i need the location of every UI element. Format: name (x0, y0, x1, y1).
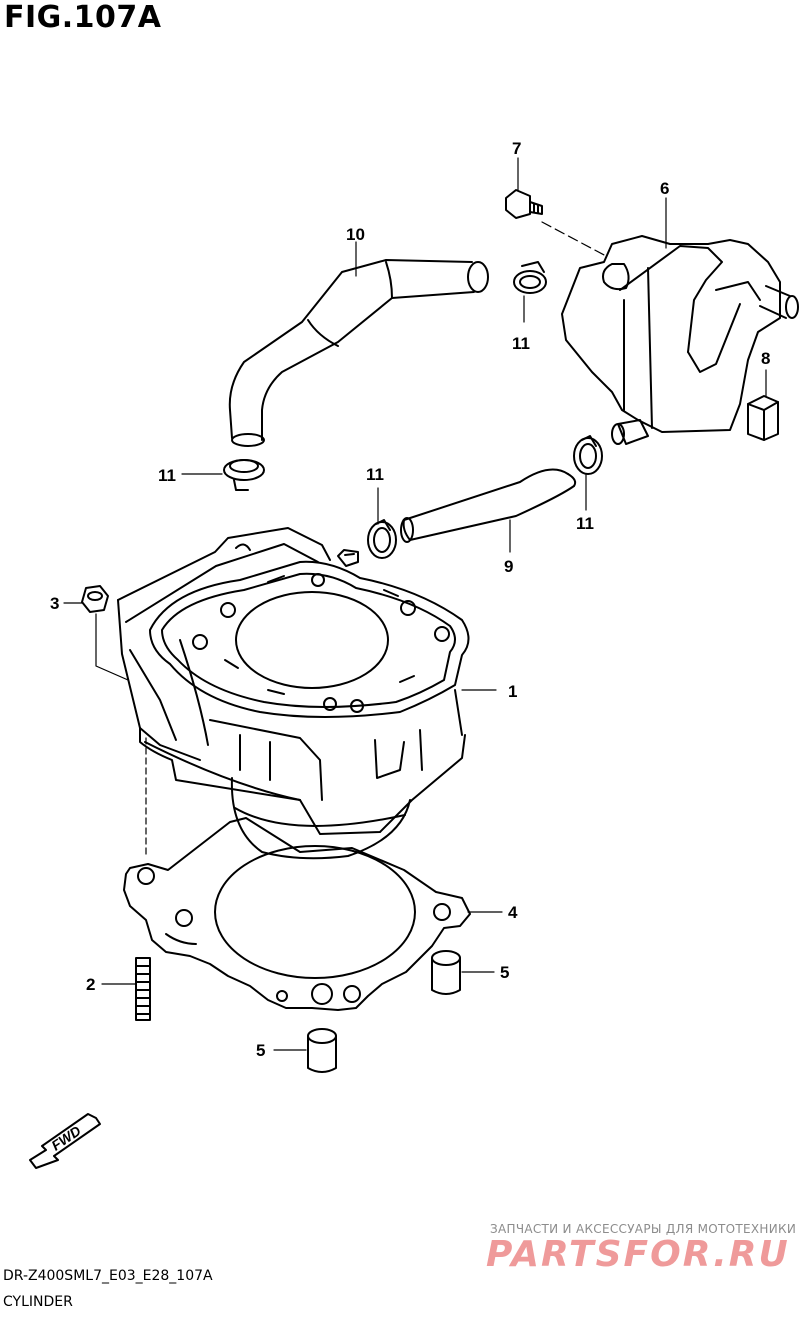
figure-name: CYLINDER (3, 1294, 73, 1310)
water-hose-lower-part (400, 468, 577, 543)
callout-4: 4 (508, 903, 518, 922)
callout-10: 10 (346, 225, 365, 244)
fwd-label: FWD (48, 1122, 83, 1153)
callout-3: 3 (50, 594, 59, 613)
callout-1: 1 (508, 682, 517, 701)
callout-9: 9 (504, 557, 513, 576)
callout-2: 2 (86, 975, 95, 994)
hose-clamp-top-part (513, 261, 547, 294)
callout-7: 7 (512, 139, 521, 158)
callout-11-right: 11 (576, 514, 594, 533)
thermostat-case-part (561, 235, 799, 445)
watermark-tagline: ЗАПЧАСТИ И АКСЕССУАРЫ ДЛЯ МОТОТЕХНИКИ (490, 1222, 797, 1236)
callout-11-left: 11 (158, 466, 176, 485)
stud-bolt-part (135, 957, 151, 1021)
flange-nut-part (81, 585, 109, 613)
callout-11-mid: 11 (366, 465, 384, 484)
figure-title: FIG.107A (4, 0, 162, 35)
hose-clamp-mid-part (367, 519, 397, 559)
dowel-pin-lower-part (307, 1028, 337, 1073)
fwd-arrow-icon (29, 1113, 101, 1169)
callout-8: 8 (761, 349, 770, 368)
figure-code: DR-Z400SML7_E03_E28_107A (3, 1268, 213, 1284)
leader-7-dashed (541, 221, 607, 257)
callout-5-lower: 5 (256, 1041, 265, 1060)
watermark-logo: PARTSFOR.RU (486, 1234, 790, 1275)
base-gasket-part (123, 817, 471, 1011)
dowel-pin-upper-part (431, 950, 461, 995)
callout-6: 6 (660, 179, 669, 198)
rubber-pad-part (747, 395, 779, 441)
flange-bolt-part (505, 189, 543, 219)
leader-lines (63, 157, 767, 1051)
cylinder-part (117, 527, 470, 860)
callout-11-top: 11 (512, 334, 530, 353)
water-hose-upper-part (228, 259, 489, 447)
leader-3b (95, 613, 129, 681)
hose-clamp-right-part (573, 435, 603, 475)
callout-5-upper: 5 (500, 963, 509, 982)
hose-clamp-left-part (223, 459, 265, 491)
